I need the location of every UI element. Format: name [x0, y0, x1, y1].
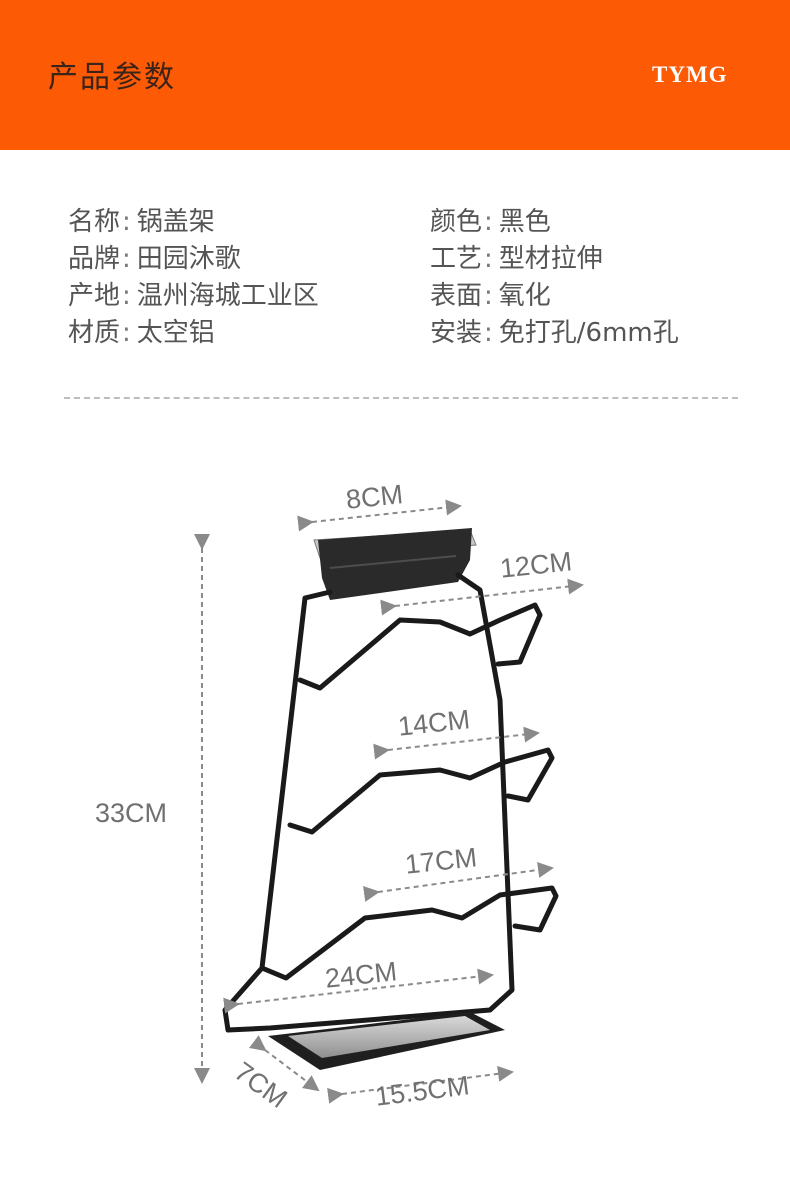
dim-top-width: 8CM — [344, 479, 405, 515]
header-banner: 产品参数 TYMG — [0, 0, 790, 150]
spec-material: 材质:太空铝 — [68, 318, 215, 348]
spec-brand: 品牌:田园沐歌 — [68, 244, 241, 274]
dashed-divider — [64, 397, 738, 399]
tier-1-arm — [297, 602, 543, 691]
spec-surface: 表面:氧化 — [430, 281, 551, 311]
spec-list: 名称:锅盖架 颜色:黑色 品牌:田园沐歌 工艺:型材拉伸 产地:温州海城工业区 … — [0, 204, 790, 354]
rack-frame — [222, 572, 559, 1033]
page-title: 产品参数 — [48, 60, 176, 95]
spec-process: 工艺:型材拉伸 — [430, 244, 603, 274]
spec-color: 颜色:黑色 — [430, 207, 551, 237]
spec-name: 名称:锅盖架 — [68, 207, 215, 237]
tier-3-arm — [259, 885, 559, 981]
dim-height: 33CM — [95, 798, 168, 828]
drip-tray — [268, 1012, 505, 1070]
tier-2-arm — [287, 747, 555, 835]
wall-mount-bracket — [313, 528, 477, 600]
brand-logo: TYMG — [652, 62, 728, 87]
spec-install: 安装:免打孔/6mm孔 — [430, 318, 679, 348]
spec-origin: 产地:温州海城工业区 — [68, 281, 319, 311]
dimension-lines — [194, 499, 584, 1104]
